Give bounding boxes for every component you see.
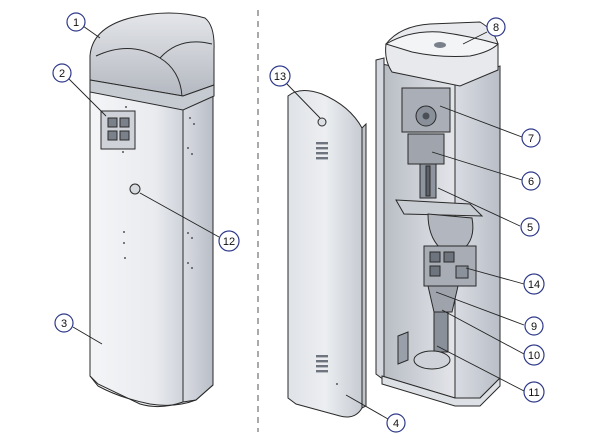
key-switch-button-1 xyxy=(107,117,118,128)
leader-4 xyxy=(345,394,389,420)
callout-3: 3 xyxy=(54,313,74,333)
leader-2 xyxy=(68,78,107,117)
leader-11 xyxy=(436,345,525,392)
leader-13 xyxy=(285,82,321,119)
column-assembly-open xyxy=(375,21,501,407)
door-vent-top xyxy=(316,142,328,160)
photocell-hole xyxy=(129,183,141,195)
callout-13: 13 xyxy=(269,65,291,87)
leader-5 xyxy=(437,187,521,227)
leader-8 xyxy=(462,31,488,45)
electronics-board xyxy=(423,245,477,287)
callout-14: 14 xyxy=(523,273,545,295)
callout-8: 8 xyxy=(486,17,506,37)
key-switch-button-4 xyxy=(119,130,130,141)
callout-6: 6 xyxy=(521,171,541,191)
callout-label-4: 4 xyxy=(393,418,399,430)
motor-pulley-hub xyxy=(422,112,430,120)
key-switch-plate xyxy=(100,110,136,150)
door-vent-bottom xyxy=(316,355,328,373)
callout-10: 10 xyxy=(523,344,545,366)
release-mechanism xyxy=(427,285,459,313)
callout-5: 5 xyxy=(520,217,540,237)
board-terminal-2 xyxy=(443,251,455,263)
spring-rod xyxy=(425,165,431,197)
column-body xyxy=(89,79,184,408)
column-top-cap xyxy=(89,12,215,97)
callout-label-12: 12 xyxy=(223,236,235,248)
door-screw-hole xyxy=(336,383,338,385)
control-unit-logo xyxy=(434,42,446,48)
callout-11: 11 xyxy=(523,381,545,403)
leader-12 xyxy=(139,192,220,238)
lower-cylinder xyxy=(433,311,449,353)
callout-label-11: 11 xyxy=(528,387,539,399)
leader-7 xyxy=(439,105,523,138)
leader-14 xyxy=(465,267,525,285)
gearbox xyxy=(407,133,445,165)
door-edge xyxy=(361,122,367,409)
callout-label-5: 5 xyxy=(527,222,533,234)
column-side-panel xyxy=(182,84,214,403)
inspection-door xyxy=(287,90,367,418)
callout-label-10: 10 xyxy=(528,350,540,362)
callout-12: 12 xyxy=(218,230,240,252)
door-panel xyxy=(287,90,363,418)
key-switch-button-2 xyxy=(119,117,130,128)
callout-2: 2 xyxy=(52,63,72,83)
callout-label-7: 7 xyxy=(528,133,534,145)
leader-lines xyxy=(68,25,525,420)
callout-label-9: 9 xyxy=(531,321,537,333)
board-terminal-1 xyxy=(429,251,441,263)
screw-holes-side xyxy=(187,117,195,269)
leader-3 xyxy=(72,326,103,345)
key-switch-button-3 xyxy=(107,130,118,141)
board-terminal-4 xyxy=(455,265,469,279)
callout-label-14: 14 xyxy=(528,279,540,291)
base-opening xyxy=(413,350,451,370)
open-column-left-frame xyxy=(375,57,385,381)
callout-label-6: 6 xyxy=(528,176,534,188)
column-assembly-closed xyxy=(89,12,215,408)
leader-10 xyxy=(441,309,525,355)
callout-9: 9 xyxy=(524,316,544,336)
open-column-base xyxy=(381,375,501,407)
column-top-cap-rim xyxy=(89,79,215,111)
leader-9 xyxy=(435,291,525,326)
cable-gland xyxy=(397,331,409,365)
gearmotor-assembly xyxy=(401,87,451,199)
door-top-hole xyxy=(317,117,327,127)
callout-1: 1 xyxy=(66,12,86,32)
mounting-plate xyxy=(395,199,484,217)
leader-6 xyxy=(431,151,523,181)
column-base-edge xyxy=(89,375,214,406)
callout-label-13: 13 xyxy=(274,71,286,83)
callout-4: 4 xyxy=(386,413,406,433)
callout-7: 7 xyxy=(521,128,541,148)
callout-label-2: 2 xyxy=(59,68,65,80)
column-top-cap-curve xyxy=(95,47,183,97)
screw-holes-front xyxy=(122,106,127,259)
board-terminal-3 xyxy=(429,265,441,277)
callout-label-1: 1 xyxy=(73,17,79,29)
callout-label-3: 3 xyxy=(61,318,67,330)
callouts: 1 2 3 4 5 6 7 8 xyxy=(52,12,545,433)
leader-1 xyxy=(82,25,101,39)
callout-label-8: 8 xyxy=(493,22,499,34)
column-top-cap-curve-2 xyxy=(159,41,213,59)
